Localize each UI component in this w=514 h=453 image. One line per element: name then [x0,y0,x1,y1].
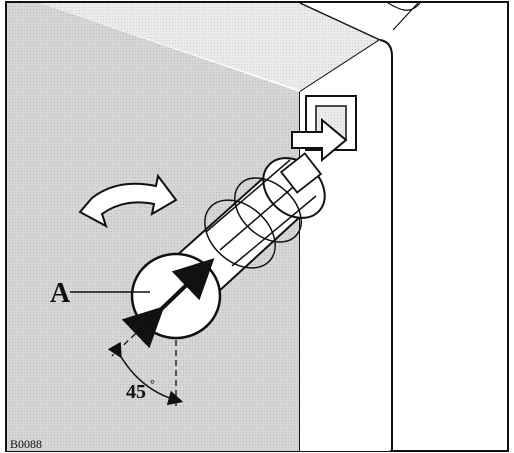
double-arrow-icon [121,258,215,349]
figure-code: B0088 [10,437,42,451]
angle-value: 45 [126,381,146,403]
insert-direction-arrow [291,117,348,163]
appliance-front-panel [7,3,300,451]
callout-label-a: A [50,278,71,309]
angle-indicator [107,319,184,410]
angle-unit: ° [150,377,155,391]
rotate-direction-arrow [78,173,178,229]
appliance-top [40,3,380,90]
plug-knob [121,252,222,349]
